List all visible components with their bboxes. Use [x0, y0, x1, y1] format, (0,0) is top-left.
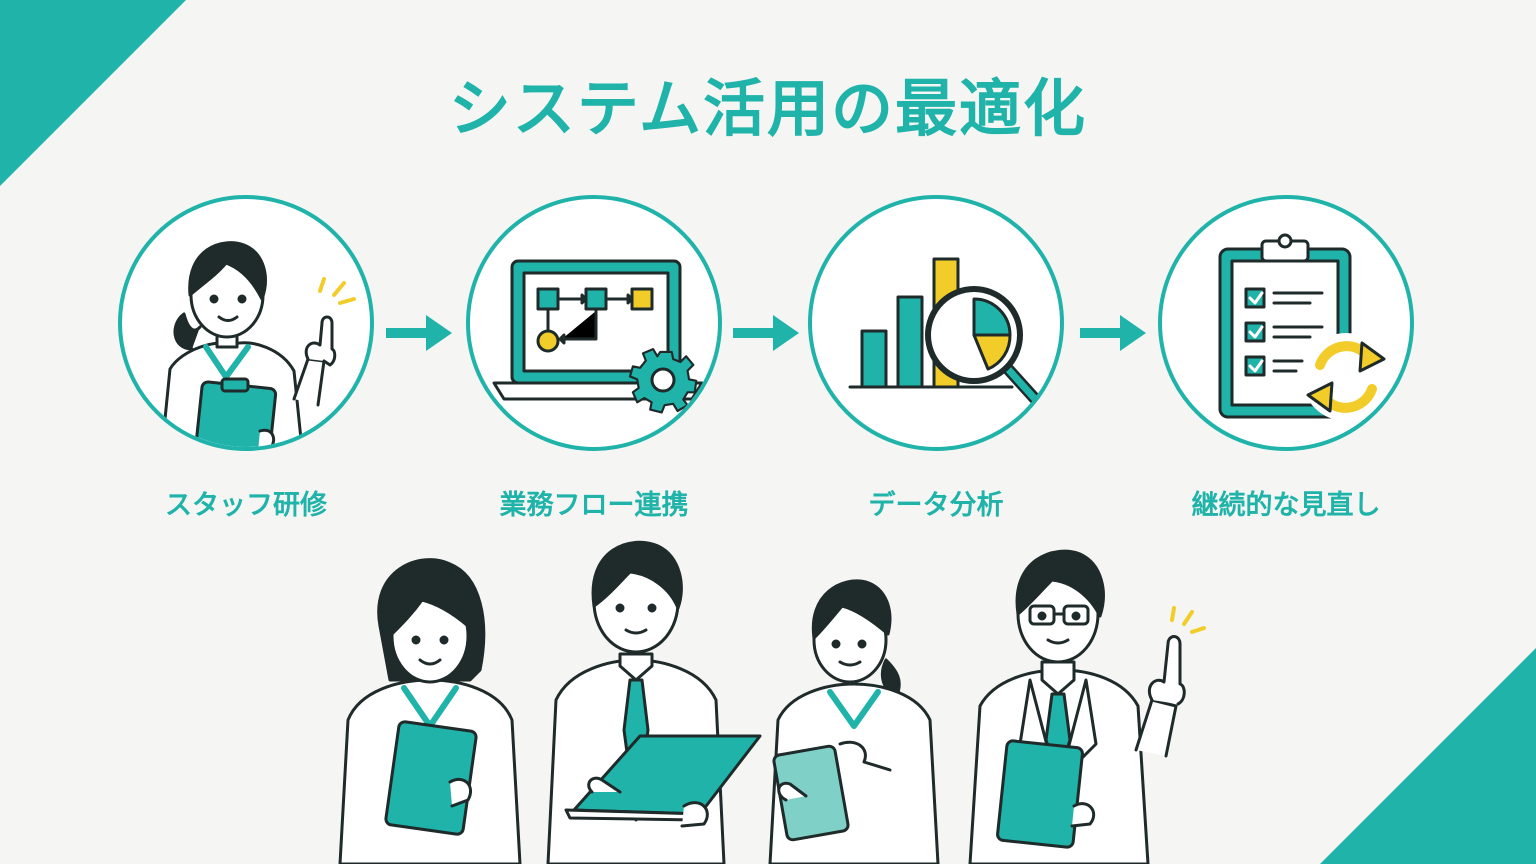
- nurse-with-clipboard-figure: [338, 558, 522, 864]
- team-illustration: [338, 540, 1206, 864]
- step-circle-data-analysis: [808, 195, 1064, 451]
- step-circle-continuous-review: [1158, 195, 1414, 451]
- laptop-flowchart-gear-icon: [492, 259, 704, 414]
- arrow-right-icon: [1080, 315, 1146, 351]
- step-circle-workflow-integration: [466, 195, 722, 451]
- clipboard-checklist-refresh-icon: [1218, 233, 1390, 421]
- step-label-workflow-integration: 業務フロー連携: [499, 490, 689, 521]
- bar-chart-magnifier-icon: [848, 257, 1052, 417]
- page-title: システム活用の最適化: [448, 72, 1088, 145]
- arrow-right-icon: [733, 315, 799, 351]
- top-left-corner-decoration: [0, 0, 186, 186]
- doctor-pointing-figure: [968, 549, 1186, 864]
- staff-with-laptop-figure: [546, 540, 762, 864]
- arrow-right-icon: [386, 315, 452, 351]
- bottom-right-corner-decoration: [1320, 648, 1536, 864]
- step-label-data-analysis: データ分析: [868, 490, 1004, 521]
- step-label-continuous-review: 継続的な見直し: [1191, 490, 1381, 521]
- nurse-pointing-icon: [160, 241, 356, 447]
- step-label-staff-training: スタッフ研修: [165, 490, 327, 521]
- step-circle-staff-training: [118, 195, 374, 451]
- nurse-with-tablet-figure: [768, 579, 940, 864]
